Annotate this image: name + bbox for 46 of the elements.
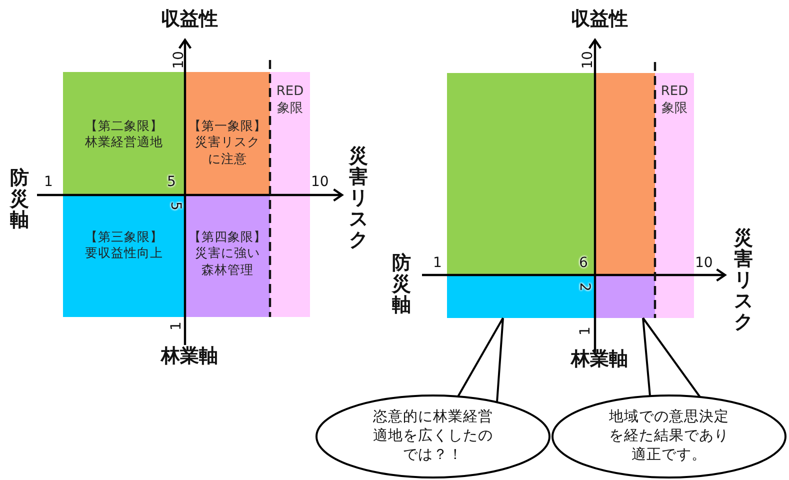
quadrant-label: 災害リスクに注意 [194, 134, 261, 167]
tick-label: 1 [168, 322, 184, 330]
speech-bubble [551, 394, 787, 479]
tick-label: 1 [577, 326, 594, 336]
quadrant-label: 要収益性向上 [84, 245, 164, 262]
speech-bubble [315, 394, 551, 479]
leader-line [457, 317, 504, 404]
quadrant-area [595, 275, 655, 318]
axis-title: 災害リスク [734, 228, 753, 332]
quadrant-heading: 【第三象限】 [84, 229, 164, 246]
axis-title: 災害リスク [349, 146, 368, 250]
speech-text: 恣意的に林業経営適地を広くしたのでは？！ [372, 408, 494, 465]
tick-label: 10 [170, 51, 187, 69]
quadrant-heading: 【第二象限】 [84, 118, 164, 134]
tick-label: 5 [167, 174, 176, 190]
tick-label: 5 [167, 202, 184, 210]
quadrant-heading: 【第一象限】 [188, 118, 268, 134]
quadrant-area [63, 72, 185, 195]
quadrant-area [63, 195, 185, 317]
tick-label: 6 [579, 255, 588, 271]
tick-label: 1 [433, 255, 442, 271]
axis-title: 林業軸 [571, 347, 628, 372]
axis-title: 収益性 [161, 7, 218, 32]
quadrant-area [447, 73, 595, 275]
axis-title: 林業軸 [161, 344, 218, 369]
quadrant-area [655, 73, 694, 318]
leader-line [642, 317, 701, 398]
quadrant-area [595, 73, 655, 275]
axis-title: 防災軸 [392, 253, 411, 316]
axis-title: 防災軸 [10, 168, 29, 231]
tick-label: 1 [44, 174, 53, 190]
tick-label: 10 [580, 51, 596, 69]
zone-label: RED象限 [660, 84, 690, 118]
quadrant-area [185, 72, 270, 195]
tick-label: 10 [695, 255, 713, 271]
zone-label: RED象限 [275, 84, 305, 118]
quadrant-heading: 【第四象限】 [188, 229, 268, 246]
quadrant-area [270, 72, 310, 317]
quadrant-area [447, 275, 595, 318]
axis-title: 収益性 [571, 7, 628, 32]
quadrant-label: 林業経営適地 [84, 134, 164, 150]
quadrant-area [185, 195, 270, 317]
quadrant-label: 災害に強い森林管理 [194, 245, 261, 278]
tick-label: 2 [576, 282, 592, 292]
speech-text: 地域での意思決定を経た結果であり適正です。 [608, 408, 730, 465]
tick-label: 10 [311, 174, 329, 190]
